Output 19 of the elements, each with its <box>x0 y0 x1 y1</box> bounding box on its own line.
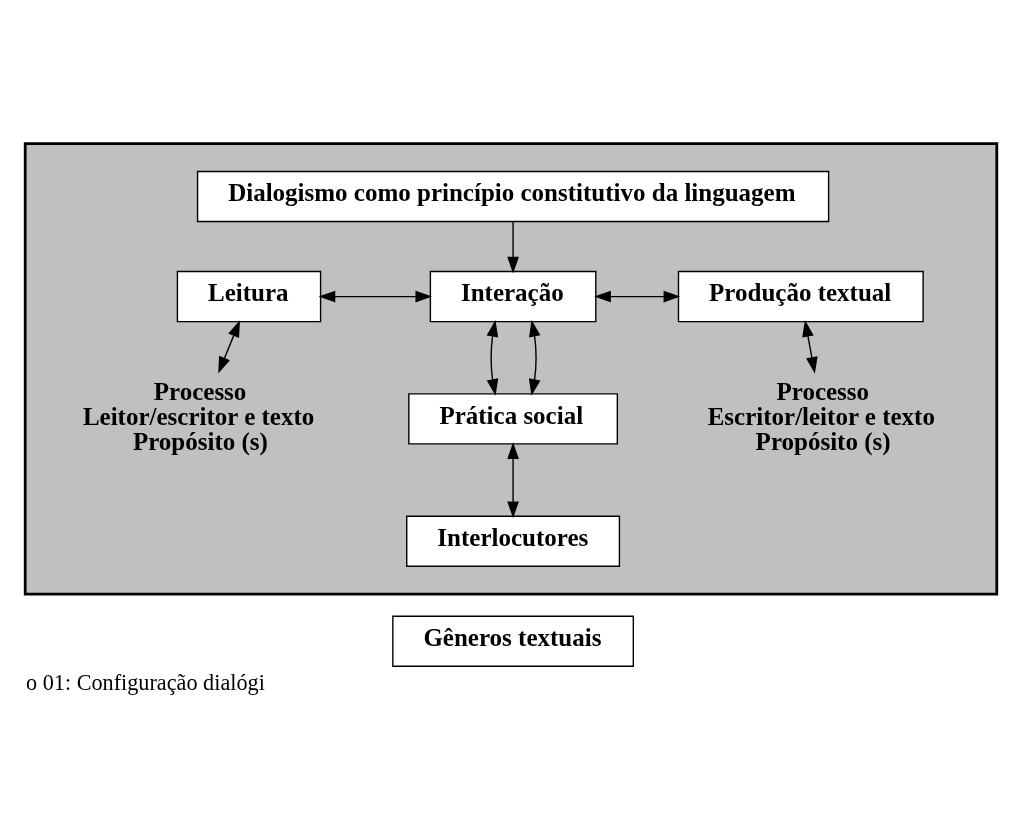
arrow <box>507 220 519 274</box>
node-text: Processo Escritor/leitor e texto Propósito (s) <box>707 377 935 455</box>
arrow <box>486 319 499 396</box>
node-box: Gêneros textuais <box>392 615 634 667</box>
arrow <box>507 441 519 518</box>
node-box: Dialogismo como princípio constitutivo da linguagem <box>196 170 830 222</box>
arrow <box>594 290 681 302</box>
node-box: Interação <box>429 270 597 322</box>
node-text: Processo Leitor/escritor e texto Propósito (s) <box>82 377 315 455</box>
arrow <box>218 319 240 374</box>
caption: o 01: Configuração dialógi <box>26 669 265 695</box>
arrow <box>802 319 818 374</box>
node-box: Leitura <box>176 270 322 322</box>
arrow <box>318 290 433 302</box>
node-box: Interlocutores <box>406 515 621 567</box>
cluster <box>23 141 999 595</box>
node-box: Produção textual <box>677 270 924 322</box>
node-box: Prática social <box>408 392 619 445</box>
arrow <box>528 319 541 396</box>
